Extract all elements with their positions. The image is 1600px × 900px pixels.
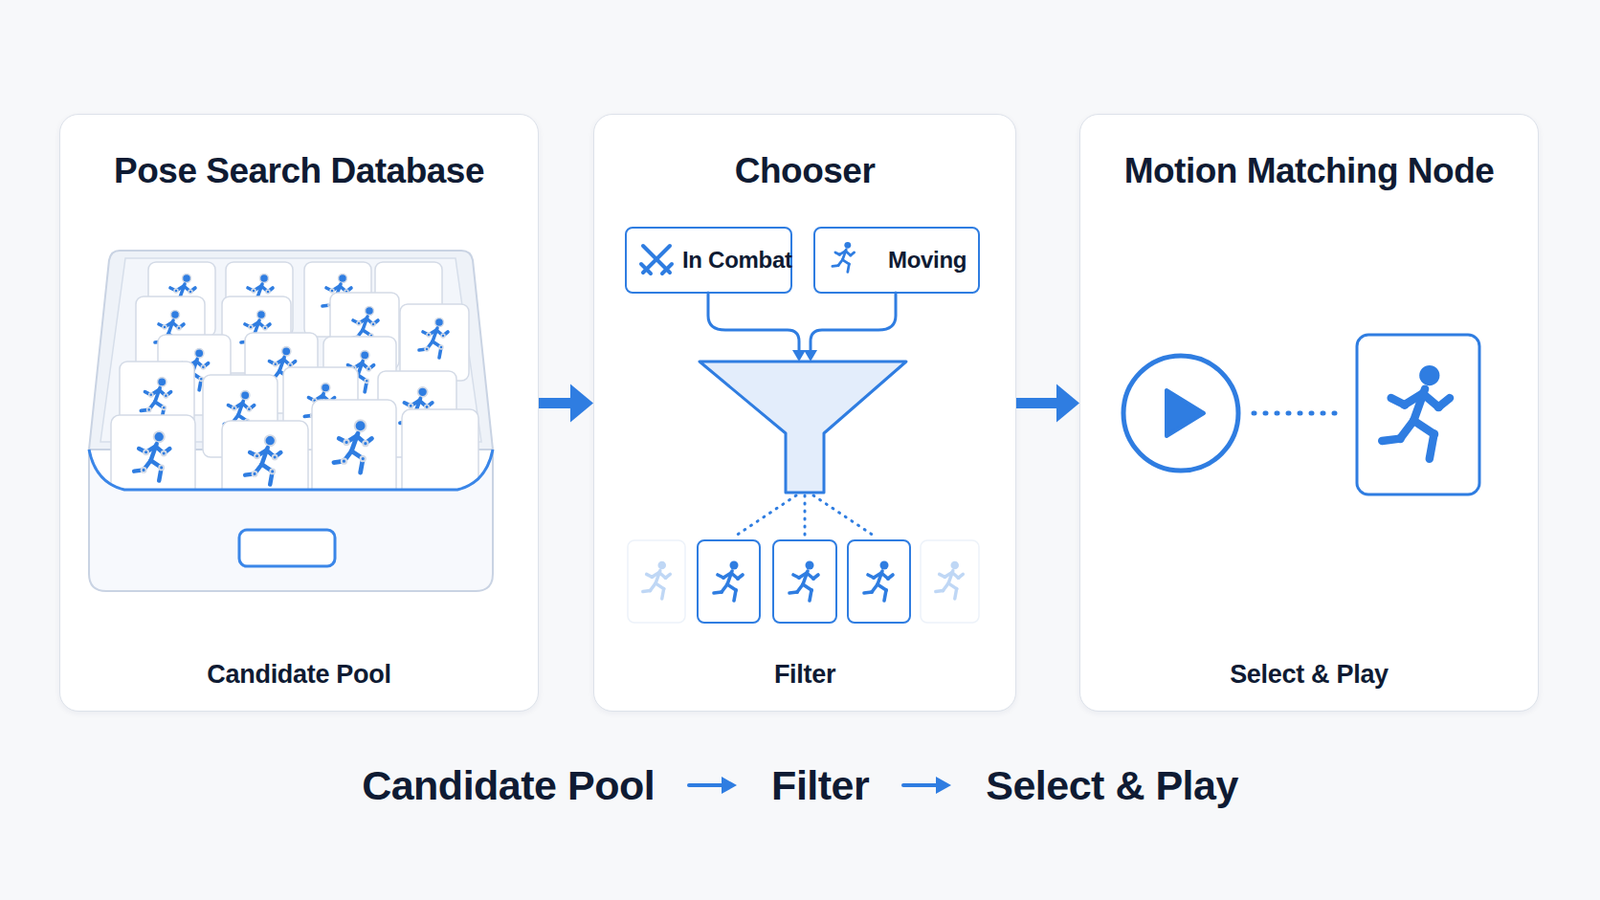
panel-title: Pose Search Database	[60, 151, 538, 192]
stage-panel: ChooserFilter In Combat Moving	[593, 113, 1017, 712]
flow-connector	[1016, 384, 1080, 423]
drawer-front	[88, 449, 493, 592]
filter-dots	[733, 495, 877, 538]
flow-connector	[538, 384, 594, 423]
condition-label: Moving	[888, 246, 967, 274]
panel-caption: Candidate Pool	[60, 660, 538, 690]
filtered-cards	[627, 540, 979, 623]
merge-heads	[792, 350, 818, 362]
flow-label: Filter	[771, 762, 869, 810]
play-dots	[1253, 411, 1338, 417]
condition-box: Moving	[813, 226, 980, 294]
pose-cards	[111, 262, 479, 508]
panel-caption: Select & Play	[1080, 660, 1538, 690]
flow-arrow	[901, 774, 954, 798]
stage-panel: Motion Matching NodeSelect & Play	[1079, 113, 1539, 712]
flow-label: Candidate Pool	[361, 762, 655, 810]
drawer	[88, 250, 493, 450]
panel-title: Chooser	[594, 151, 1016, 192]
moving-icon	[832, 242, 855, 273]
stage-panel: Pose Search DatabaseCandidate Pool	[59, 113, 539, 712]
condition-label: In Combat	[682, 246, 793, 274]
flow-summary: Candidate Pool Filter Select & Play	[0, 755, 1600, 816]
selected-pose-card	[1356, 334, 1480, 495]
flow-label: Select & Play	[985, 762, 1239, 810]
panel-title: Motion Matching Node	[1080, 151, 1538, 192]
panel-caption: Filter	[594, 660, 1016, 690]
swords-icon	[641, 245, 672, 274]
flow-arrow	[687, 774, 739, 798]
condition-box: In Combat	[624, 226, 793, 294]
play-button	[1123, 355, 1239, 471]
merge-lines	[708, 292, 896, 353]
funnel	[699, 361, 907, 493]
